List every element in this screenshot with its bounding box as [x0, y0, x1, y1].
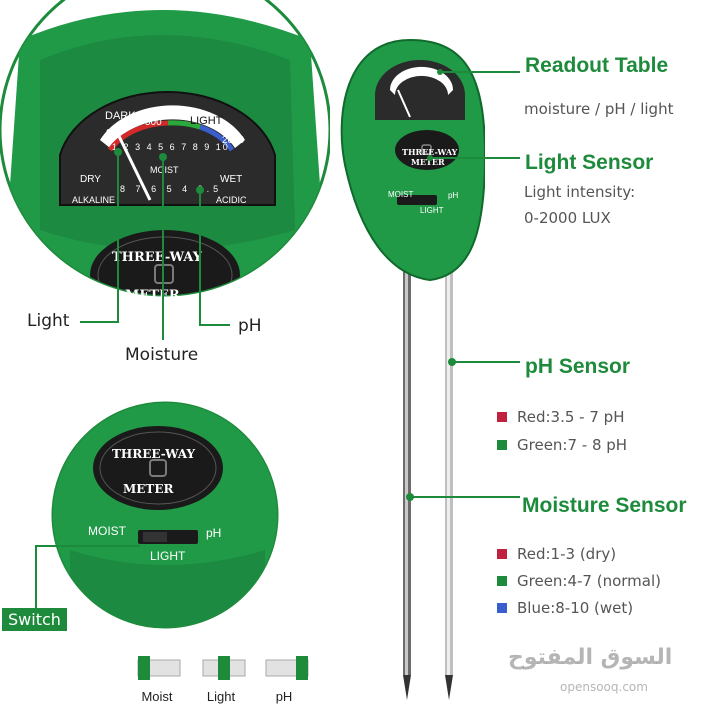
watermark-latin: opensooq.com: [560, 680, 648, 694]
callout-ph: pH: [238, 316, 262, 336]
moisture-sensor-title: Moisture Sensor: [522, 494, 687, 517]
blue-square-icon: [497, 603, 507, 613]
switch-zoom-illustration: [51, 401, 279, 629]
callout-light: Light: [27, 311, 70, 331]
callout-moisture: Moisture: [125, 345, 199, 365]
switch-label-moist: MOIST: [88, 524, 126, 538]
switch-callout-line: [35, 545, 140, 608]
switch-callout-label: Switch: [2, 608, 67, 631]
device-switch-moist: MOIST: [388, 190, 414, 199]
light-sensor-title: Light Sensor: [525, 151, 654, 174]
switch-positions-svg: [137, 656, 309, 680]
dial-ph-scale: 8 7 6 5 4 3.5: [120, 184, 223, 194]
moisture-legend-green: Green:4-7 (normal): [497, 572, 661, 590]
moisture-legend-blue-text: Blue:8-10 (wet): [517, 599, 634, 617]
ph-legend-green-text: Green:7 - 8 pH: [517, 436, 628, 454]
green-square-icon: [497, 576, 507, 586]
toggle-label-light: Light: [206, 689, 236, 704]
dial-label-500: 500: [145, 117, 162, 128]
ph-sensor-title: pH Sensor: [525, 355, 631, 378]
dial-label-wet: WET: [220, 174, 243, 185]
light-sensor-desc-1: Light intensity:: [524, 183, 636, 201]
readout-desc: moisture / pH / light: [524, 100, 674, 118]
dial-label-0: 0: [106, 128, 112, 139]
red-square-icon: [497, 549, 507, 559]
dial-label-acidic: ACIDIC: [216, 195, 247, 205]
brand-three-way-switch: THREE-WAY: [112, 447, 196, 461]
ph-legend-red: Red:3.5 - 7 pH: [497, 408, 627, 426]
moisture-sensor-legend: Red:1-3 (dry) Green:4-7 (normal) Blue:8-…: [497, 545, 661, 617]
dial-label-dark: DARK: [105, 110, 136, 122]
red-square-icon: [497, 412, 507, 422]
green-square-icon: [497, 440, 507, 450]
ph-legend-green: Green:7 - 8 pH: [497, 436, 627, 454]
light-sensor-desc-2: 0-2000 LUX: [524, 209, 611, 227]
ph-sensor-legend: Red:3.5 - 7 pH Green:7 - 8 pH: [497, 408, 627, 454]
moisture-legend-red-text: Red:1-3 (dry): [517, 545, 617, 563]
dial-label-moist: MOIST: [150, 165, 179, 175]
watermark-arabic: السوق المفتوح: [508, 645, 673, 670]
readout-title: Readout Table: [525, 54, 669, 77]
switch-label-light: LIGHT: [150, 549, 186, 563]
meter-device-illustration: [340, 38, 485, 700]
moisture-legend-green-text: Green:4-7 (normal): [517, 572, 662, 590]
brand-meter-switch: METER: [123, 482, 174, 496]
brand-three-way-zoom: THREE-WAY: [112, 250, 202, 265]
device-switch-light: LIGHT: [420, 206, 444, 215]
device-callout-lines: [406, 69, 520, 501]
dial-zoom-illustration: [0, 0, 330, 297]
toggle-label-ph: pH: [275, 689, 293, 704]
dial-label-light: LIGHT: [190, 115, 223, 127]
toggle-label-moist: Moist: [141, 689, 173, 704]
zoom-callout-lines: [80, 148, 230, 340]
device-switch-ph: pH: [448, 191, 459, 200]
dial-label-2000: 2000: [222, 135, 245, 146]
dial-label-dry: DRY: [80, 174, 101, 185]
brand-three-way-device: THREE-WAY: [402, 147, 458, 157]
dial-moist-scale: 1 2 3 4 5 6 7 8 9 10: [112, 142, 230, 152]
switch-label-ph: pH: [206, 526, 222, 540]
brand-meter-zoom: METER: [125, 288, 180, 303]
dial-label-alkaline: ALKALINE: [72, 195, 116, 205]
brand-meter-device: METER: [411, 157, 445, 167]
moisture-legend-red: Red:1-3 (dry): [497, 545, 661, 563]
ph-legend-red-text: Red:3.5 - 7 pH: [517, 408, 625, 426]
moisture-legend-blue: Blue:8-10 (wet): [497, 599, 661, 617]
switch-position-legend: [128, 655, 318, 689]
